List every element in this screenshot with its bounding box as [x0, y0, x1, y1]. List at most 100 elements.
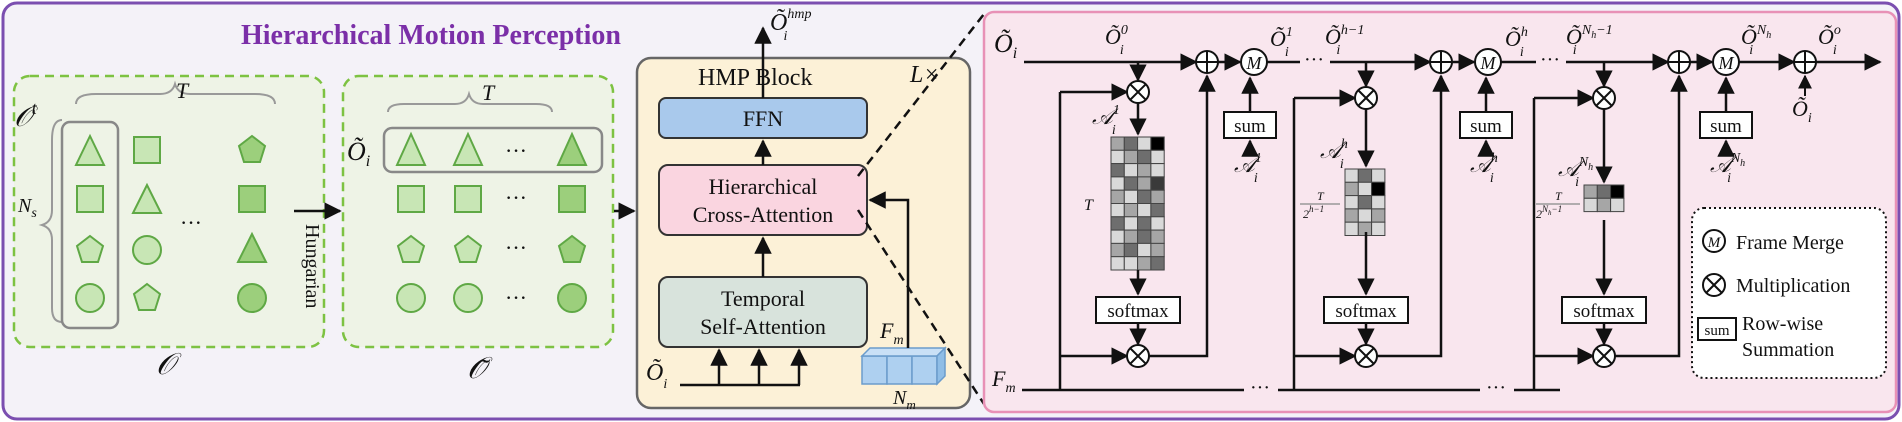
- zoom-line-top: [857, 13, 985, 177]
- softmax-label-1: softmax: [1107, 301, 1169, 322]
- sum-label-1: sum: [1234, 116, 1266, 137]
- set-o-tilde-panel: T Õi ··· ··· ··· ··· 𝒪̃: [341, 74, 615, 385]
- legend-sum-icon: [1697, 317, 1737, 341]
- matrix-cell: [1137, 136, 1152, 151]
- pentagon-shape: [132, 282, 162, 311]
- pentagon-shape: [557, 234, 587, 263]
- dots-row-2: ···: [505, 185, 527, 210]
- circle-shape: [132, 235, 162, 265]
- square-shape: [133, 136, 161, 164]
- hungarian-label: Hungarian: [301, 224, 323, 308]
- hmp-block-title: HMP Block: [698, 65, 812, 91]
- matrix-cell: [1150, 136, 1165, 151]
- legend-multiplication: Multiplication: [1736, 275, 1850, 297]
- ffn-label: FFN: [743, 106, 783, 131]
- svg-text:T: T: [1317, 189, 1325, 203]
- matrix-cell: [1123, 189, 1139, 204]
- matrix-cell: [1357, 195, 1373, 210]
- softmax-box-nh: [1561, 296, 1647, 324]
- fm-dots-2: ···: [1486, 377, 1506, 399]
- matrix-cell: [1150, 149, 1165, 165]
- matrix-cell: [1110, 242, 1125, 258]
- attention-matrix-h: [1344, 168, 1386, 236]
- matrix-cell: [1137, 229, 1152, 244]
- legend-merge-icon: [1702, 229, 1726, 253]
- softmax-label-nh: softmax: [1573, 301, 1635, 322]
- svg-text:2Nh−1: 2Nh−1: [1536, 204, 1562, 221]
- set-o-panel: T Ns 𝒪t ··· 𝒪: [12, 74, 326, 381]
- hmp-input-label: Õi: [646, 359, 667, 392]
- hca-line-1: Hierarchical: [709, 174, 818, 199]
- column-highlight: [60, 120, 120, 330]
- matrix-cell: [1596, 184, 1612, 199]
- diagram-title: Hierarchical Motion Perception: [241, 20, 621, 51]
- matrix-cell: [1123, 163, 1139, 178]
- matrix-cell: [1137, 242, 1152, 258]
- triangle-shape: [452, 131, 484, 166]
- t-label-o-tilde: T: [482, 80, 496, 105]
- matrix-cell: [1371, 221, 1386, 236]
- matrix-cell: [1357, 208, 1373, 223]
- matrix-cell: [1110, 216, 1125, 231]
- matrix-cell: [1137, 163, 1152, 178]
- oi-bottom-label: Õi: [1792, 96, 1812, 126]
- matrix-cell: [1110, 149, 1125, 165]
- pentagon-shape: [453, 234, 483, 263]
- main-dots-1: ···: [1304, 49, 1324, 71]
- triangle-shape: [74, 133, 106, 166]
- matrix-cell: [1583, 184, 1598, 199]
- triangle-shape: [236, 231, 268, 263]
- tsa-line-2: Self-Attention: [700, 314, 826, 339]
- fm-to-hca-arrow: [868, 191, 910, 348]
- dots-row-1: ···: [505, 138, 527, 163]
- circle-shape: [75, 283, 105, 313]
- matrix-cell: [1110, 256, 1125, 271]
- matrix-cell: [1110, 203, 1125, 218]
- matrix-cell: [1123, 176, 1139, 191]
- tsa-line-1: Temporal: [721, 286, 805, 311]
- matrix-cell: [1344, 195, 1359, 210]
- matrix-cell: [1371, 181, 1386, 197]
- matrix-cell: [1123, 216, 1139, 231]
- matrix-cell: [1610, 184, 1625, 199]
- sum-label-h: sum: [1470, 116, 1502, 137]
- matrix-cell: [1110, 163, 1125, 178]
- sum-box-nh: [1699, 111, 1753, 139]
- row-highlight: [382, 126, 604, 174]
- svg-text:T: T: [1555, 189, 1563, 203]
- matrix-cell: [1110, 176, 1125, 191]
- matrix-cell: [1150, 229, 1165, 244]
- triangle-shape: [556, 131, 588, 166]
- matrix-cell: [1371, 208, 1386, 223]
- matrix-cell: [1110, 189, 1125, 204]
- attention-matrix-nh: [1583, 184, 1625, 213]
- repeat-label: L×: [909, 62, 940, 88]
- matrix-cell: [1357, 181, 1373, 197]
- pentagon-shape: [237, 134, 267, 163]
- detail-input-label: Õi: [994, 29, 1017, 62]
- matrix-cell: [1610, 197, 1625, 213]
- merge-symbol-2: M: [1480, 53, 1497, 73]
- square-shape: [558, 185, 586, 213]
- matrix-cell: [1344, 221, 1359, 236]
- matrix-cell: [1123, 149, 1139, 165]
- matrix-cell: [1123, 256, 1139, 271]
- matrix-cell: [1596, 197, 1612, 213]
- softmax-box-h: [1323, 296, 1409, 324]
- legend: M Frame Merge Multiplication sum Row-wis…: [1691, 207, 1887, 379]
- matrix-cell: [1123, 242, 1139, 258]
- legend-row-wise-2: Summation: [1742, 339, 1834, 361]
- fm-label: Fm: [879, 318, 904, 348]
- matrix-cell: [1150, 176, 1165, 191]
- matrix-cell: [1583, 197, 1598, 213]
- t-fraction-nh: T 2Nh−1: [1536, 189, 1580, 221]
